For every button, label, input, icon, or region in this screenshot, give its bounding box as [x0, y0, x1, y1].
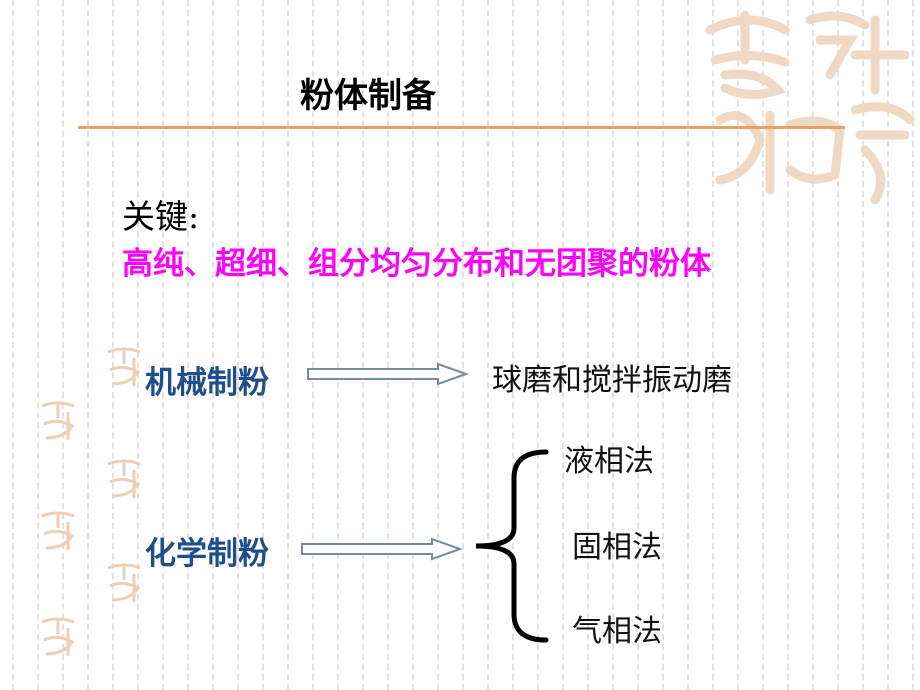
slide-title: 粉体制备 — [300, 76, 436, 116]
chemical-method-label: 化学制粉 — [145, 536, 269, 572]
liquid-phase-method: 液相法 — [564, 444, 654, 479]
gas-phase-method: 气相法 — [572, 614, 662, 649]
key-requirements: 高纯、超细、组分均匀分布和无团聚的粉体 — [122, 246, 711, 282]
calligraphy-watermark — [705, 10, 915, 205]
seal-mark-4 — [41, 511, 75, 550]
seal-mark-3 — [107, 459, 141, 498]
mechanical-method-label: 机械制粉 — [145, 365, 269, 401]
block-arrow-right-icon — [301, 537, 463, 561]
solid-phase-method: 固相法 — [572, 530, 662, 565]
seal-mark-6 — [41, 617, 75, 656]
title-underline — [78, 126, 845, 129]
seal-mark-2 — [41, 401, 75, 440]
seal-mark-5 — [107, 563, 141, 602]
seal-mark-1 — [107, 347, 141, 386]
key-label: 关键: — [122, 197, 200, 236]
block-arrow-right-icon — [307, 362, 469, 386]
mechanical-method-result: 球磨和搅拌振动磨 — [492, 363, 732, 398]
left-curly-brace-icon — [475, 449, 549, 643]
